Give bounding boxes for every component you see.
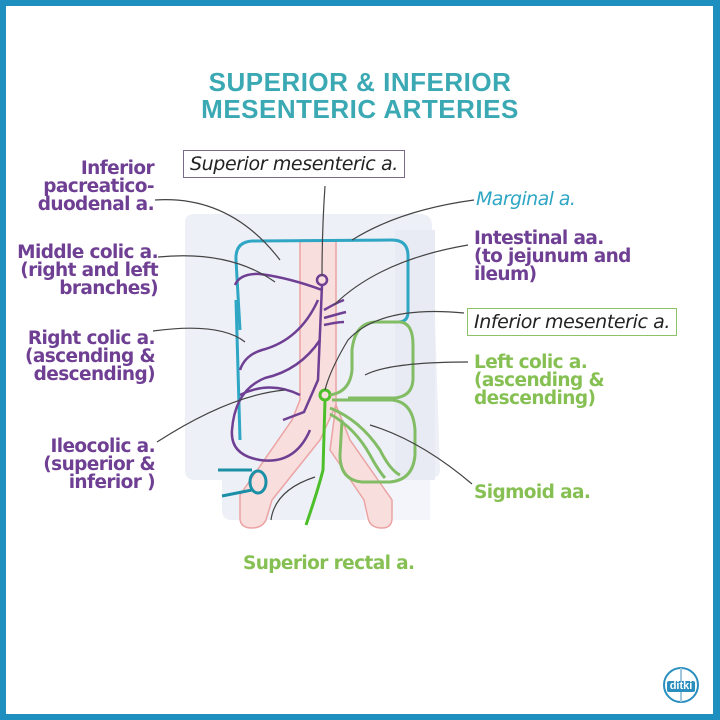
label-marginal: Marginal a. bbox=[476, 188, 576, 210]
leader-superior-rectal bbox=[270, 476, 316, 521]
ima-branches bbox=[304, 320, 417, 526]
leader-lines bbox=[152, 185, 475, 521]
leader-intestinal bbox=[333, 244, 469, 306]
ileocolic-branch bbox=[239, 386, 301, 397]
leader-middle-colic bbox=[157, 255, 276, 283]
marginal-artery bbox=[234, 238, 410, 331]
title-line-2: MESENTERIC ARTERIES bbox=[201, 94, 519, 124]
ileum-stub bbox=[218, 468, 268, 498]
leader-inferior-pancreaticoduodenal bbox=[154, 199, 281, 261]
middle-colic-branch bbox=[233, 272, 323, 292]
sma-trunk bbox=[282, 284, 324, 422]
inferior-mesenteric-box: Inferior mesenteric a. bbox=[467, 308, 678, 336]
leader-sma bbox=[321, 185, 326, 277]
leader-ileocolic bbox=[156, 389, 286, 443]
ditki-logo: ditki bbox=[661, 665, 701, 705]
aorta-right-limb bbox=[329, 402, 393, 529]
label-inferior-pancreaticoduodenal: Inferior pacreatico- duodenal a. bbox=[37, 158, 155, 215]
label-middle-colic: Middle colic a. (right and left branches… bbox=[17, 242, 158, 299]
right-colic-branch bbox=[230, 339, 322, 462]
diagram-title: SUPERIOR & INFERIOR MESENTERIC ARTERIES bbox=[0, 69, 720, 123]
leader-left-colic bbox=[364, 361, 469, 376]
logo-text: ditki bbox=[669, 680, 693, 692]
label-intestinal: Intestinal aa. (to jejunum and ileum) bbox=[474, 228, 631, 285]
sigmoid-branch-1 bbox=[329, 406, 401, 477]
middle-colic-right bbox=[238, 299, 320, 371]
leader-marginal bbox=[351, 199, 475, 241]
marginal-artery-left bbox=[234, 299, 242, 441]
logo-icon bbox=[663, 667, 699, 703]
title-line-1: SUPERIOR & INFERIOR bbox=[208, 67, 512, 97]
leader-ima bbox=[324, 310, 465, 391]
superior-mesenteric-box: Superior mesenteric a. bbox=[183, 150, 405, 178]
label-superior-rectal: Superior rectal a. bbox=[243, 553, 415, 574]
label-right-colic: Right colic a. (ascending & descending) bbox=[24, 328, 156, 385]
sigmoid-branch-2 bbox=[329, 412, 387, 479]
leader-right-colic bbox=[152, 327, 246, 343]
label-ileocolic: Ileocolic a. (superior & inferior ) bbox=[43, 436, 155, 493]
superior-rectal-branch bbox=[304, 399, 327, 526]
left-colic-lower bbox=[332, 398, 417, 484]
label-sigmoid: Sigmoid aa. bbox=[474, 482, 591, 503]
left-colic-upper bbox=[329, 320, 415, 400]
label-left-colic: Left colic a. (ascending & descending) bbox=[474, 352, 605, 409]
leader-sigmoid bbox=[369, 424, 473, 485]
